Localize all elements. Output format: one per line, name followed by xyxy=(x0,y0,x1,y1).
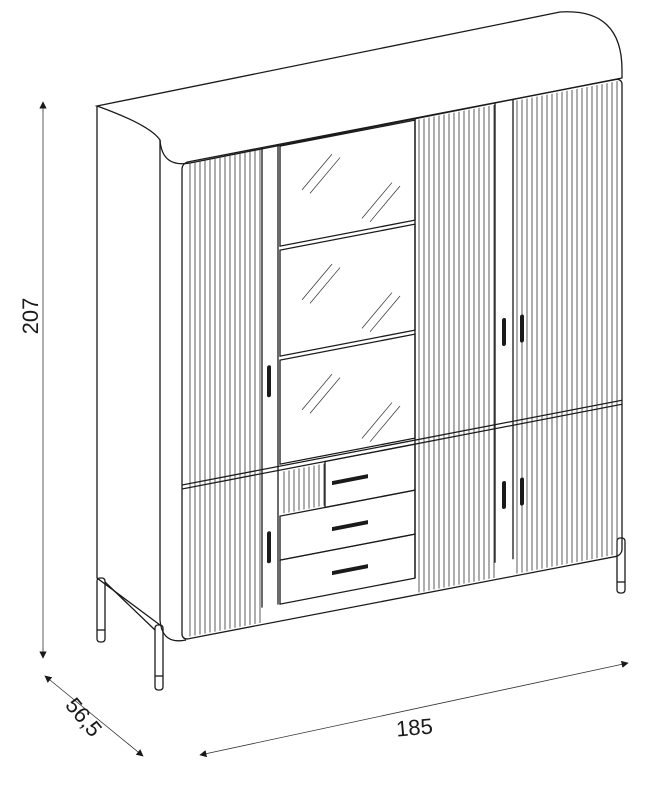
height-dimension: 207 xyxy=(18,101,47,659)
depth-dimension: 56,5 xyxy=(44,675,144,757)
width-label: 185 xyxy=(395,713,434,741)
cabinet-front xyxy=(181,78,623,640)
cabinet-side xyxy=(96,106,187,642)
drawers xyxy=(279,443,416,605)
depth-label: 56,5 xyxy=(60,693,107,742)
height-label: 207 xyxy=(18,298,43,335)
drawer-handle xyxy=(332,474,368,486)
door-handles xyxy=(267,314,524,564)
legs xyxy=(96,537,626,691)
glass-panels xyxy=(279,119,416,465)
drawer-handle xyxy=(332,520,368,532)
cabinet-top xyxy=(94,11,623,165)
drawer-handle xyxy=(332,564,368,576)
width-dimension: 185 xyxy=(199,660,629,758)
